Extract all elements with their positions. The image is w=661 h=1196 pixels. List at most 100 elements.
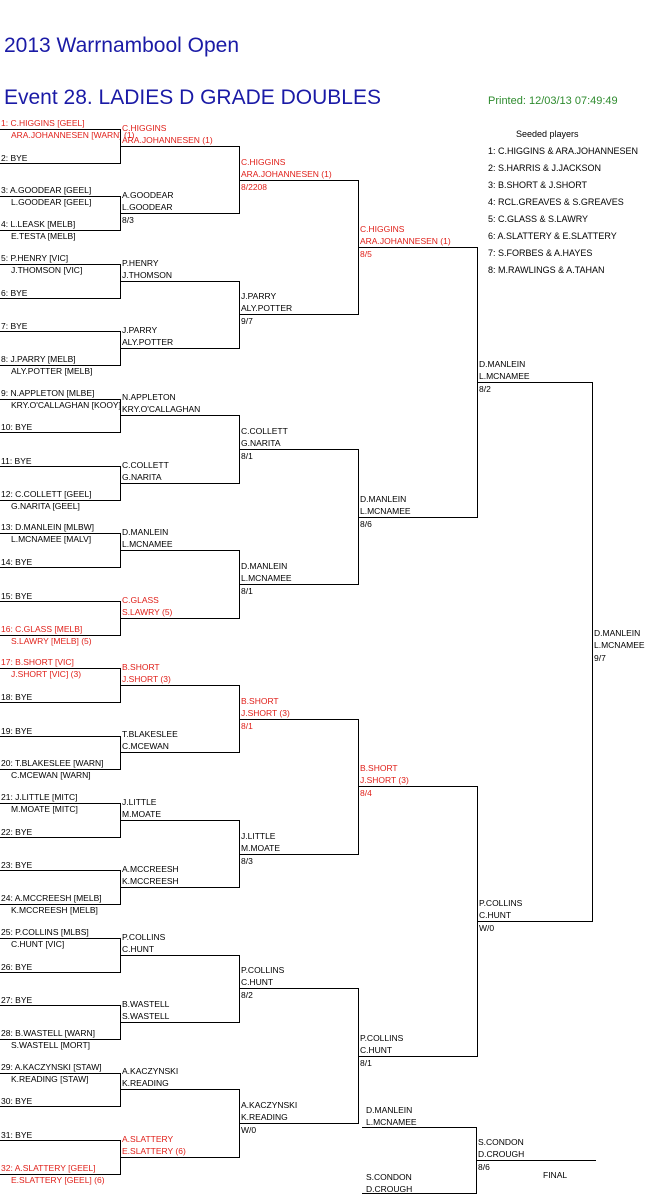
seed-item: 2: S.HARRIS & J.JACKSON <box>488 163 602 173</box>
draw-entry-line2: S.WASTELL [MORT] <box>11 1040 91 1050</box>
bracket-line <box>0 1174 121 1175</box>
bracket-line <box>0 601 121 602</box>
bracket-line <box>0 264 121 265</box>
bracket-line <box>120 1089 240 1090</box>
round-2-line1: C.HIGGINS <box>122 123 167 133</box>
match-score: 9/7 <box>594 653 606 663</box>
match-score: 8/4 <box>360 788 372 798</box>
draw-entry-line2: E.SLATTERY [GEEL] (6) <box>11 1175 105 1185</box>
draw-entry-line1: 32: A.SLATTERY [GEEL] <box>1 1163 96 1173</box>
round-2-line1: B.SHORT <box>122 662 160 672</box>
bracket-line <box>0 432 121 433</box>
match-score: 9/7 <box>241 316 253 326</box>
bracket-line <box>0 1039 121 1040</box>
round-3-line1: C.HIGGINS <box>241 157 286 167</box>
bracket-line <box>0 1106 121 1107</box>
round-2-line2: L.MCNAMEE <box>122 539 173 549</box>
seed-item: 8: M.RAWLINGS & A.TAHAN <box>488 265 605 275</box>
final-winner-line2: D.CROUGH <box>478 1149 525 1159</box>
draw-entry-line1: 15: BYE <box>1 591 33 601</box>
draw-entry-line1: 31: BYE <box>1 1130 33 1140</box>
round-2-line2: M.MOATE <box>122 809 162 819</box>
bracket-line <box>0 163 121 164</box>
round-2-line1: P.HENRY <box>122 258 159 268</box>
round-3-line1: A.KACZYNSKI <box>241 1100 298 1110</box>
seed-item: 3: B.SHORT & J.SHORT <box>488 180 588 190</box>
draw-entry-line1: 29: A.KACZYNSKI [STAW] <box>1 1062 102 1072</box>
bracket-line <box>358 786 478 787</box>
round-2-line2: C.MCEWAN <box>122 741 169 751</box>
bracket-line <box>476 1160 596 1161</box>
bracket-line <box>239 955 240 1023</box>
draw-entry-line2: C.HUNT [VIC] <box>11 939 65 949</box>
round-2-line1: J.PARRY <box>122 325 158 335</box>
draw-entry-line1: 4: L.LEASK [MELB] <box>1 219 76 229</box>
round-3-line1: P.COLLINS <box>241 965 285 975</box>
event-title: Event 28. LADIES D GRADE DOUBLES <box>4 86 381 109</box>
match-score: W/0 <box>241 1125 257 1135</box>
bracket-line <box>120 1073 121 1107</box>
round-4-line1: B.SHORT <box>360 763 398 773</box>
draw-entry-line1: 9: N.APPLETON [MLBE] <box>1 388 95 398</box>
draw-entry-line2: ALY.POTTER [MELB] <box>11 366 93 376</box>
round-3-line1: B.SHORT <box>241 696 279 706</box>
round-5-line2: C.HUNT <box>479 910 512 920</box>
round-3-line2: M.MOATE <box>241 843 281 853</box>
bracket-line <box>120 887 240 888</box>
round-2-line2: E.SLATTERY (6) <box>122 1146 186 1156</box>
round-3-line1: D.MANLEIN <box>241 561 288 571</box>
match-score: 8/2208 <box>241 182 267 192</box>
draw-entry-line1: 1: C.HIGGINS [GEEL] <box>1 118 85 128</box>
draw-entry-line1: 24: A.MCCREESH [MELB] <box>1 893 102 903</box>
bracket-line <box>0 769 121 770</box>
bracket-line <box>120 685 240 686</box>
bracket-line <box>477 921 593 922</box>
bracket-line <box>0 466 121 467</box>
bracket-line <box>120 752 240 753</box>
bracket-line <box>120 736 121 770</box>
bracket-line <box>0 702 121 703</box>
seed-item: 7: S.FORBES & A.HAYES <box>488 248 593 258</box>
bracket-line <box>0 635 121 636</box>
bracket-line <box>0 399 121 400</box>
round-4-line1: C.HIGGINS <box>360 224 405 234</box>
bracket-line <box>120 281 240 282</box>
bracket-line <box>120 550 240 551</box>
round-4-line2: ARA.JOHANNESEN (1) <box>360 236 451 246</box>
draw-entry-line2: C.MCEWAN [WARN] <box>11 770 91 780</box>
draw-entry-line2: M.MOATE [MITC] <box>11 804 78 814</box>
draw-entry-line1: 25: P.COLLINS [MLBS] <box>1 927 89 937</box>
round-3-line2: C.HUNT <box>241 977 274 987</box>
bracket-line <box>0 500 121 501</box>
round-2-line1: N.APPLETON <box>122 392 176 402</box>
bracket-line <box>120 146 240 147</box>
bracket-line <box>120 415 240 416</box>
draw-entry-line1: 2: BYE <box>1 153 28 163</box>
final-bottom-line2: D.CROUGH <box>366 1184 413 1194</box>
match-score: 8/2 <box>479 384 491 394</box>
draw-entry-line1: 16: C.GLASS [MELB] <box>1 624 83 634</box>
bracket-line <box>0 904 121 905</box>
bracket-line <box>362 1193 477 1194</box>
match-score: 8/3 <box>122 215 134 225</box>
round-4-line2: J.SHORT (3) <box>360 775 409 785</box>
draw-entry-line1: 30: BYE <box>1 1096 33 1106</box>
bracket-line <box>120 483 240 484</box>
seeded-players-title: Seeded players <box>516 129 579 139</box>
round-3-line2: L.MCNAMEE <box>241 573 292 583</box>
round-3-line1: C.COLLETT <box>241 426 288 436</box>
round-2-line2: ARA.JOHANNESEN (1) <box>122 135 213 145</box>
draw-entry-line2: L.GOODEAR [GEEL] <box>11 197 92 207</box>
final-label: FINAL <box>543 1170 568 1180</box>
round-3-line2: ARA.JOHANNESEN (1) <box>241 169 332 179</box>
bracket-line <box>239 854 359 855</box>
draw-entry-line1: 18: BYE <box>1 692 33 702</box>
round-2-line1: P.COLLINS <box>122 932 166 942</box>
draw-entry-line1: 8: J.PARRY [MELB] <box>1 354 76 364</box>
final-top-line2: L.MCNAMEE <box>366 1117 417 1127</box>
round-4-line1: D.MANLEIN <box>360 494 407 504</box>
round-2-line2: S.LAWRY (5) <box>122 607 173 617</box>
bracket-line <box>358 1056 478 1057</box>
bracket-line <box>0 533 121 534</box>
printed-timestamp: Printed: 12/03/13 07:49:49 <box>488 95 618 107</box>
